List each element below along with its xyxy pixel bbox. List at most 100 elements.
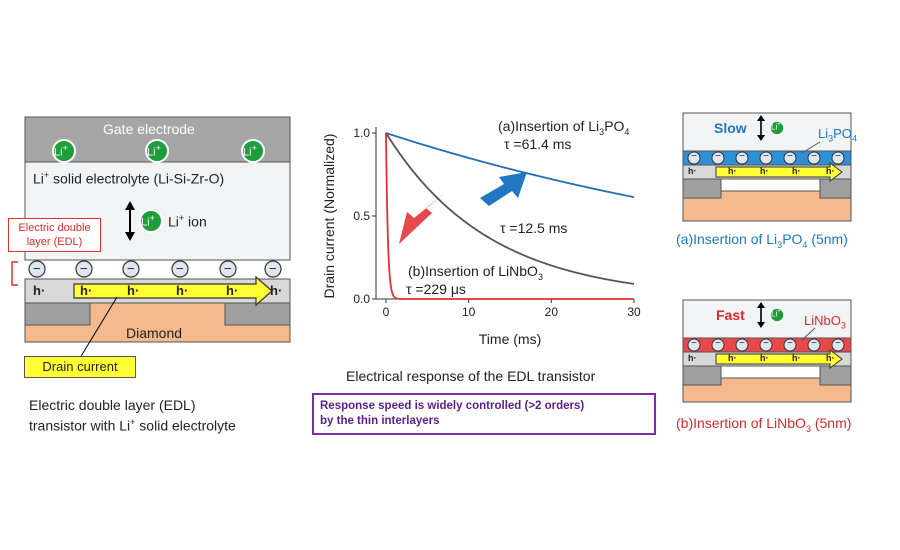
layer-pointer — [801, 141, 821, 154]
electrolyte-charge: + — [43, 170, 50, 180]
hole-mark: · — [87, 283, 93, 298]
hole-label: h· — [688, 353, 697, 363]
hole-mark: · — [134, 283, 140, 298]
li-ion-badge — [139, 209, 163, 233]
li-badge-text: Li+ — [243, 143, 257, 159]
hole-mark: · — [277, 283, 283, 298]
anion-row — [687, 338, 845, 352]
anion-sign: − — [33, 261, 41, 276]
drain-current-arrow — [715, 162, 843, 182]
left-device-diagram: Gate electrode Li+ Li+ Li+ Li+ Li+ solid… — [0, 0, 300, 550]
hole-letter: h — [688, 353, 694, 363]
series-mid-tau: τ =12.5 ms — [500, 220, 568, 236]
series-line — [385, 132, 635, 285]
note-line1: Response speed is widely controlled (>2 … — [320, 400, 585, 412]
hole-label: h· — [33, 283, 45, 298]
anion-sign: − — [176, 261, 184, 276]
li-ion-label: Li+ ion — [168, 213, 207, 230]
anion-circle — [735, 151, 749, 165]
series-a-mid: PO — [604, 118, 625, 134]
anion-sign: − — [787, 338, 793, 349]
hole-label: h· — [226, 283, 238, 298]
li-badge-symbol: Li — [147, 146, 156, 159]
x-tick-label: 0 — [383, 305, 390, 319]
left-caption: Electric double layer (EDL) transistor w… — [29, 397, 299, 435]
hole-letter: h — [80, 283, 88, 298]
li-badge-symbol: Li — [54, 146, 63, 159]
drain-current-text: Drain current — [42, 359, 118, 374]
ion-motion-arrow-down — [757, 322, 765, 328]
series-a-tau: τ =61.4 ms — [504, 136, 572, 152]
gate-electrode-text: Gate electrode — [103, 121, 195, 137]
x-axis-label: Time (ms) — [479, 331, 541, 347]
li-badge-charge: + — [777, 309, 781, 315]
right-bottom-caption: (b)Insertion of LiNbO3 (5nm) — [676, 415, 851, 438]
li-badge-symbol: Li — [771, 309, 778, 319]
anion-sign: − — [224, 261, 232, 276]
li-badge-charge: + — [149, 213, 155, 223]
hole-letter: h — [688, 166, 694, 176]
hole-letter: h — [760, 353, 766, 363]
li-ion-badge — [769, 307, 785, 323]
edl-label-line1: Electric double — [18, 222, 91, 234]
left-caption-line1: Electric double layer (EDL) — [29, 397, 196, 413]
anion-circle — [122, 260, 140, 278]
anion-circle — [687, 338, 701, 352]
hole-label: h· — [728, 166, 737, 176]
anion-circle — [783, 338, 797, 352]
series-line — [385, 132, 635, 199]
li-ion-badge — [241, 139, 265, 163]
hole-mark: · — [765, 353, 769, 363]
hole-mark: · — [831, 353, 835, 363]
anion-circle — [711, 338, 725, 352]
anion-circle — [831, 338, 845, 352]
hole-label: h· — [688, 166, 697, 176]
y-tick-label: 1.0 — [353, 126, 370, 140]
li-badge-charge: + — [155, 143, 161, 153]
ion-motion-arrow-down — [757, 135, 765, 141]
hole-letter: h — [728, 353, 734, 363]
anion-sign: − — [811, 338, 817, 349]
speed-label-fast: Fast — [716, 307, 745, 323]
note-line2: by the thin interlayers — [320, 415, 440, 427]
caption-mid: PO — [782, 231, 803, 247]
layer-prefix: LiNbO — [804, 313, 841, 328]
caption-sub1: 3 — [777, 239, 783, 250]
response-speed-note: Response speed is widely controlled (>2 … — [312, 393, 656, 435]
edl-label-box: Electric double layer (EDL) — [8, 218, 101, 252]
source-contact — [682, 177, 722, 199]
electrolyte-li: Li — [33, 170, 44, 187]
hole-label: h· — [176, 283, 188, 298]
drain-contact — [819, 177, 852, 199]
anion-circle — [759, 151, 773, 165]
anion-circle — [264, 260, 282, 278]
li-badge-text: Li+ — [141, 213, 155, 229]
hole-letter: h — [176, 283, 184, 298]
edl-bracket — [11, 261, 18, 286]
layer-mid: PO — [833, 126, 852, 141]
hole-letter: h — [33, 283, 41, 298]
hole-mark: · — [693, 166, 697, 176]
drain-current-arrow — [73, 275, 273, 307]
hole-mark: · — [233, 283, 239, 298]
series-a-prefix: (a)Insertion of Li — [498, 118, 600, 134]
caption-sub2: 4 — [802, 239, 808, 250]
li-ion-text: ion — [184, 213, 207, 230]
hole-label: h· — [826, 166, 835, 176]
series-a-label: (a)Insertion of Li3PO4 — [498, 118, 629, 137]
y-tick-label: 0.5 — [353, 209, 370, 223]
hole-mark: · — [797, 353, 801, 363]
hole-mark: · — [831, 166, 835, 176]
hole-mark: · — [733, 353, 737, 363]
li-badge-symbol: Li — [141, 216, 150, 229]
series-b-sub: 3 — [537, 271, 543, 282]
hole-mark: · — [40, 283, 46, 298]
drain-current-label: Drain current — [24, 356, 136, 378]
diamond-label: Diamond — [126, 325, 183, 341]
layer-sub2: 4 — [851, 133, 857, 144]
anion-sign: − — [787, 151, 793, 162]
anion-circle — [807, 338, 821, 352]
anion-circle — [75, 260, 93, 278]
